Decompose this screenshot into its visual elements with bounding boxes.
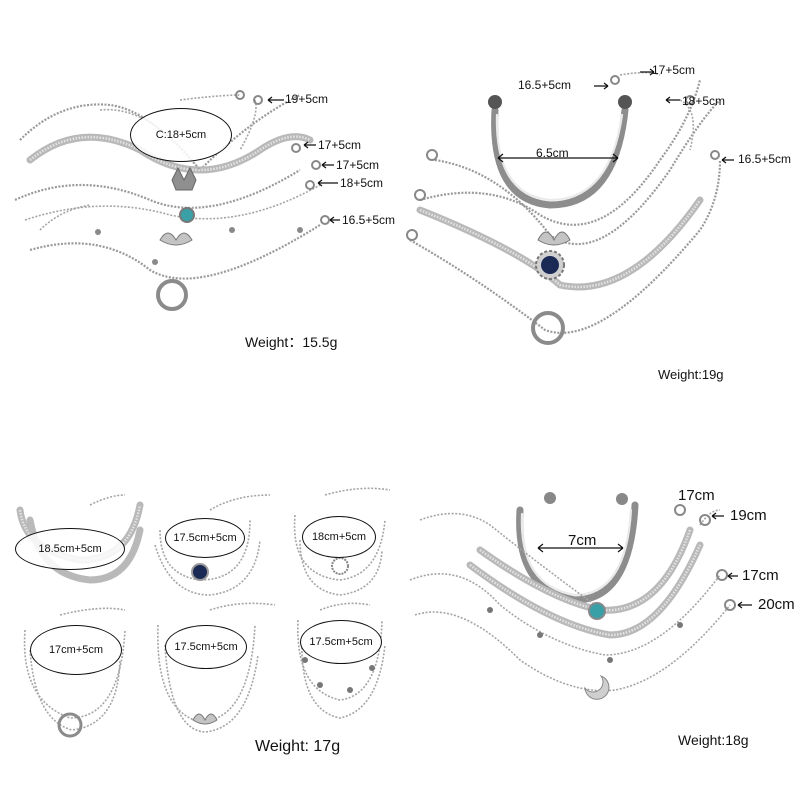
cuff-width-label: 6.5cm [536,146,569,160]
filigree-charm [331,557,349,575]
circle-charm [57,712,83,738]
weight-label: Weight:19g [658,367,724,382]
circle-charm [531,311,565,345]
product-photo-panel-2: 17+5cm 16.5+5cm 18+5cm 16.5+5cm 6.5cm We… [400,0,800,400]
sun-stone-charm [191,563,209,581]
size-label-oval: 17.5cm+5cm [300,620,382,664]
weight-label: Weight：15.5g [245,334,338,350]
product-photo-panel-3: 18.5cm+5cm 17.5cm+5cm 18cm+5cm 17cm+5cm … [0,400,400,800]
product-photo-panel-1: C:18+5cm 19+5cm 17+5cm 17+5cm 18+5cm 16.… [0,0,400,400]
size-label: 16.5+5cm [738,152,792,166]
lotus-charm [159,232,193,246]
bracelet-set-3-image [16,487,391,738]
bracelet-set-1-image [14,90,340,311]
size-label: 19cm [730,507,767,524]
bracelet-set-2-image [406,68,734,345]
size-label-oval: 18cm+5cm [302,516,376,558]
size-label: 17+5cm [318,138,362,152]
size-label-oval: C:18+5cm [130,108,232,162]
weight-label: Weight:18g [678,732,749,748]
size-label: 19+5cm [285,92,329,106]
size-label: 17+5cm [652,63,696,77]
size-label: 17cm [742,567,779,584]
turquoise-charm [588,602,606,620]
size-label-oval: 17.5cm+5cm [165,625,247,669]
size-label: 16.5+5cm [518,78,572,92]
lotus-charm [537,231,571,246]
hamsa-charm [171,166,197,191]
size-label: 17+5cm [336,158,380,172]
product-photo-panel-4: 17cm 19cm 7cm 17cm 20cm Weight:18g [400,400,800,800]
size-label: 16.5+5cm [342,213,396,227]
weight-label: Weight: 17g [255,738,341,755]
circle-charm [156,279,188,311]
sun-stone-charm [535,250,565,280]
moon-charm [584,674,610,700]
bracelet-set-4-image [409,492,752,700]
size-label: 20cm [758,596,795,613]
turquoise-charm [179,207,195,223]
size-label: 18+5cm [682,94,726,108]
size-label-oval: 18.5cm+5cm [15,528,125,570]
size-label-oval: 17cm+5cm [30,625,122,675]
lotus-charm [192,713,218,725]
size-label: 18+5cm [340,176,384,190]
size-label-oval: 17.5cm+5cm [165,518,245,558]
size-label: 17cm [678,487,715,504]
cuff-width-label: 7cm [568,532,597,549]
